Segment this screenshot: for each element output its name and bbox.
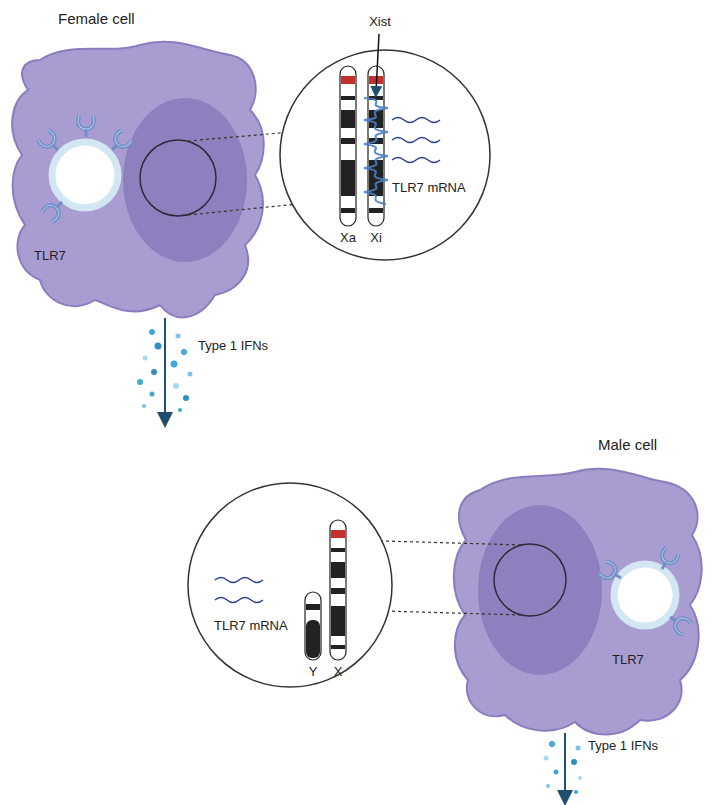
chromosome-label: Xa (340, 230, 356, 246)
chromosome-label: Xi (370, 230, 382, 246)
zoom-circle: TLR7 mRNA YX (186, 482, 396, 692)
receptor-label: TLR7 (34, 248, 66, 264)
rna-label: Xist (369, 14, 391, 30)
cell-title: Female cell (58, 10, 135, 28)
mrna-label: TLR7 mRNA (214, 618, 288, 634)
signal-label: Type 1 IFNs (588, 738, 658, 754)
receptor-label: TLR7 (612, 652, 644, 668)
mrna-label: TLR7 mRNA (392, 180, 466, 196)
chromosome-label: X (334, 664, 343, 680)
signal-label: Type 1 IFNs (198, 338, 268, 354)
cell-title: Male cell (598, 436, 657, 454)
cell-outline: Male cellTLR7 (446, 430, 712, 742)
zoom-circle: XistXa Xi TLR7 mRNA (278, 6, 494, 264)
chromosome-label: Y (309, 664, 318, 680)
cell-outline: Female cellTLR7 (8, 8, 270, 330)
